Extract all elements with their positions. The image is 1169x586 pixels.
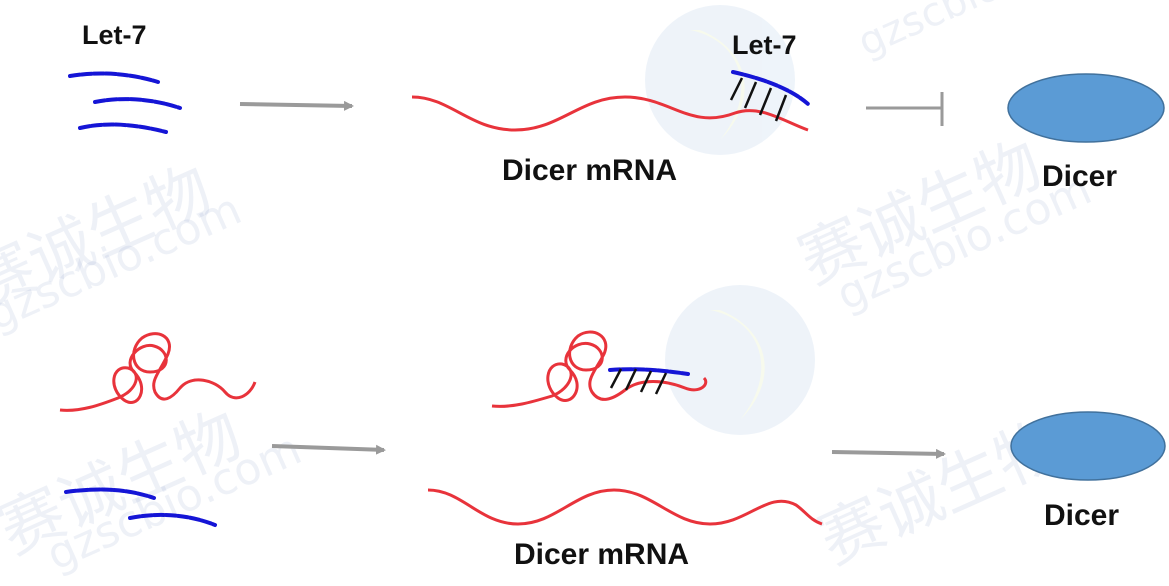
dicer-mrna-label: Dicer mRNA (502, 154, 678, 187)
folded-rna-bound (491, 330, 708, 408)
arrow (239, 100, 354, 111)
arrow (831, 448, 946, 459)
let7-strands (64, 487, 217, 527)
let7-label: Let-7 (82, 20, 147, 50)
base-pair-lines (729, 77, 788, 122)
dicer-mrna-wave (427, 488, 823, 526)
let7-bound-label: Let-7 (732, 30, 797, 60)
logo-watermark (665, 285, 815, 435)
let7-bound-strand (731, 70, 810, 106)
folded-rna (59, 332, 257, 412)
let7-strands (68, 71, 182, 134)
dicer-label: Dicer (1042, 160, 1118, 193)
inhibition-arrow (866, 92, 944, 126)
dicer-mrna-wave (411, 95, 809, 132)
dicer-mrna-label: Dicer mRNA (514, 538, 690, 571)
base-pair-lines (609, 368, 668, 395)
dicer-protein (1007, 73, 1165, 143)
logo-watermark (645, 5, 795, 155)
dicer-protein (1010, 411, 1166, 481)
dicer-label: Dicer (1044, 499, 1120, 532)
arrow (271, 444, 386, 455)
let7-bound-strand (608, 367, 690, 376)
